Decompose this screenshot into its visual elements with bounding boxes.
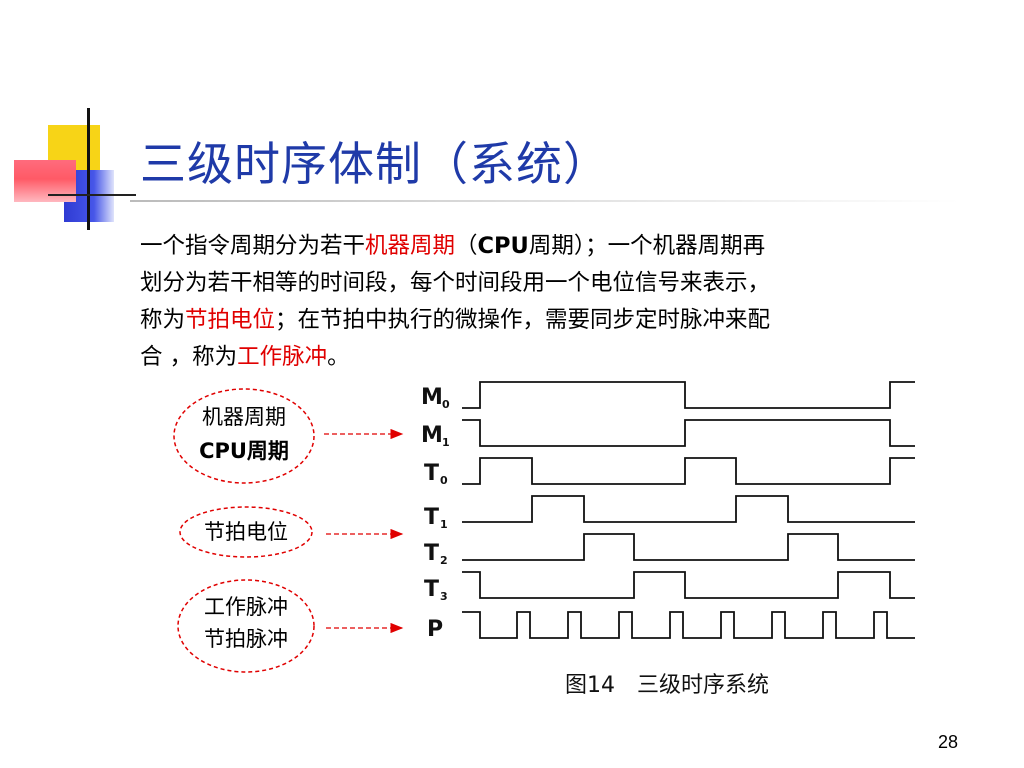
- callout-pulse-line-2: 节拍脉冲: [204, 627, 288, 651]
- svg-text:T: T: [424, 461, 439, 486]
- waveform-t0: [462, 457, 915, 485]
- decor-vertical-line: [87, 108, 90, 230]
- signal-label-p: P: [427, 617, 443, 642]
- paragraph-line: 称为节拍电位；在节拍中执行的微操作，需要同步定时脉冲来配: [140, 302, 970, 339]
- svg-text:3: 3: [440, 590, 448, 603]
- paragraph-text: 划分为若干相等的时间段，每个时间段用一个电位信号来表示，: [140, 270, 771, 296]
- paragraph-text: 称为: [140, 307, 186, 333]
- title-underline: [130, 200, 960, 202]
- paragraph-text: 一个指令周期分为若干: [140, 233, 366, 259]
- svg-text:0: 0: [440, 474, 448, 487]
- waveform-t3: [462, 571, 915, 599]
- callout-ellipse-cycle: [173, 388, 315, 484]
- paragraph-line: 划分为若干相等的时间段，每个时间段用一个电位信号来表示，: [140, 265, 970, 302]
- callout-ellipse-beat: [179, 506, 313, 558]
- body-paragraph: 一个指令周期分为若干机器周期（CPU周期）；一个机器周期再划分为若干相等的时间段…: [140, 228, 970, 376]
- signal-label-t3: T 3: [424, 577, 448, 603]
- signal-label-t2: T 2: [424, 541, 448, 567]
- highlighted-term: 工作脉冲: [237, 344, 328, 370]
- callout-cycle-line-1: 机器周期: [202, 405, 286, 429]
- slide-title: 三级时序体制（系统）: [140, 137, 610, 191]
- figure-caption: 图14 三级时序系统: [565, 673, 769, 698]
- signal-label-m1: M 1: [421, 423, 450, 449]
- signal-label-t1: T 1: [424, 505, 448, 531]
- signal-label-m0: M 0: [421, 385, 450, 411]
- waveform-t2: [462, 533, 915, 561]
- callout-pulse-line-1: 工作脉冲: [204, 595, 288, 619]
- waveform-t1: [462, 495, 915, 523]
- svg-text:P: P: [427, 617, 443, 642]
- callout-cycle-line-2: CPU周期: [199, 439, 289, 463]
- paragraph-text: ；在节拍中执行的微操作，需要同步定时脉冲来配: [275, 307, 771, 333]
- waveform-p: [462, 611, 915, 639]
- svg-text:2: 2: [440, 554, 448, 567]
- svg-text:M: M: [421, 423, 443, 448]
- callout-ellipse-pulse: [177, 579, 315, 673]
- paragraph-text: CPU: [477, 233, 529, 259]
- svg-text:T: T: [424, 505, 439, 530]
- paragraph-line: 合 ，称为工作脉冲。: [140, 339, 970, 376]
- waveform-m0: [462, 381, 915, 409]
- svg-text:1: 1: [442, 436, 450, 449]
- svg-text:M: M: [421, 385, 443, 410]
- paragraph-text: （: [455, 233, 478, 259]
- paragraph-text: 。: [327, 344, 350, 370]
- decor-horizontal-line: [48, 194, 136, 196]
- svg-text:0: 0: [442, 398, 450, 411]
- svg-text:T: T: [424, 541, 439, 566]
- signal-label-t0: T 0: [424, 461, 448, 487]
- callout-beat-line-1: 节拍电位: [204, 520, 288, 544]
- waveform-m1: [462, 419, 915, 447]
- paragraph-text: 周期）；一个机器周期再: [528, 233, 766, 259]
- paragraph-line: 一个指令周期分为若干机器周期（CPU周期）；一个机器周期再: [140, 228, 970, 265]
- highlighted-term: 节拍电位: [185, 307, 276, 333]
- paragraph-text: 合 ，称为: [140, 344, 238, 370]
- svg-text:1: 1: [440, 518, 448, 531]
- page-number: 28: [938, 732, 959, 752]
- svg-text:T: T: [424, 577, 439, 602]
- highlighted-term: 机器周期: [365, 233, 456, 259]
